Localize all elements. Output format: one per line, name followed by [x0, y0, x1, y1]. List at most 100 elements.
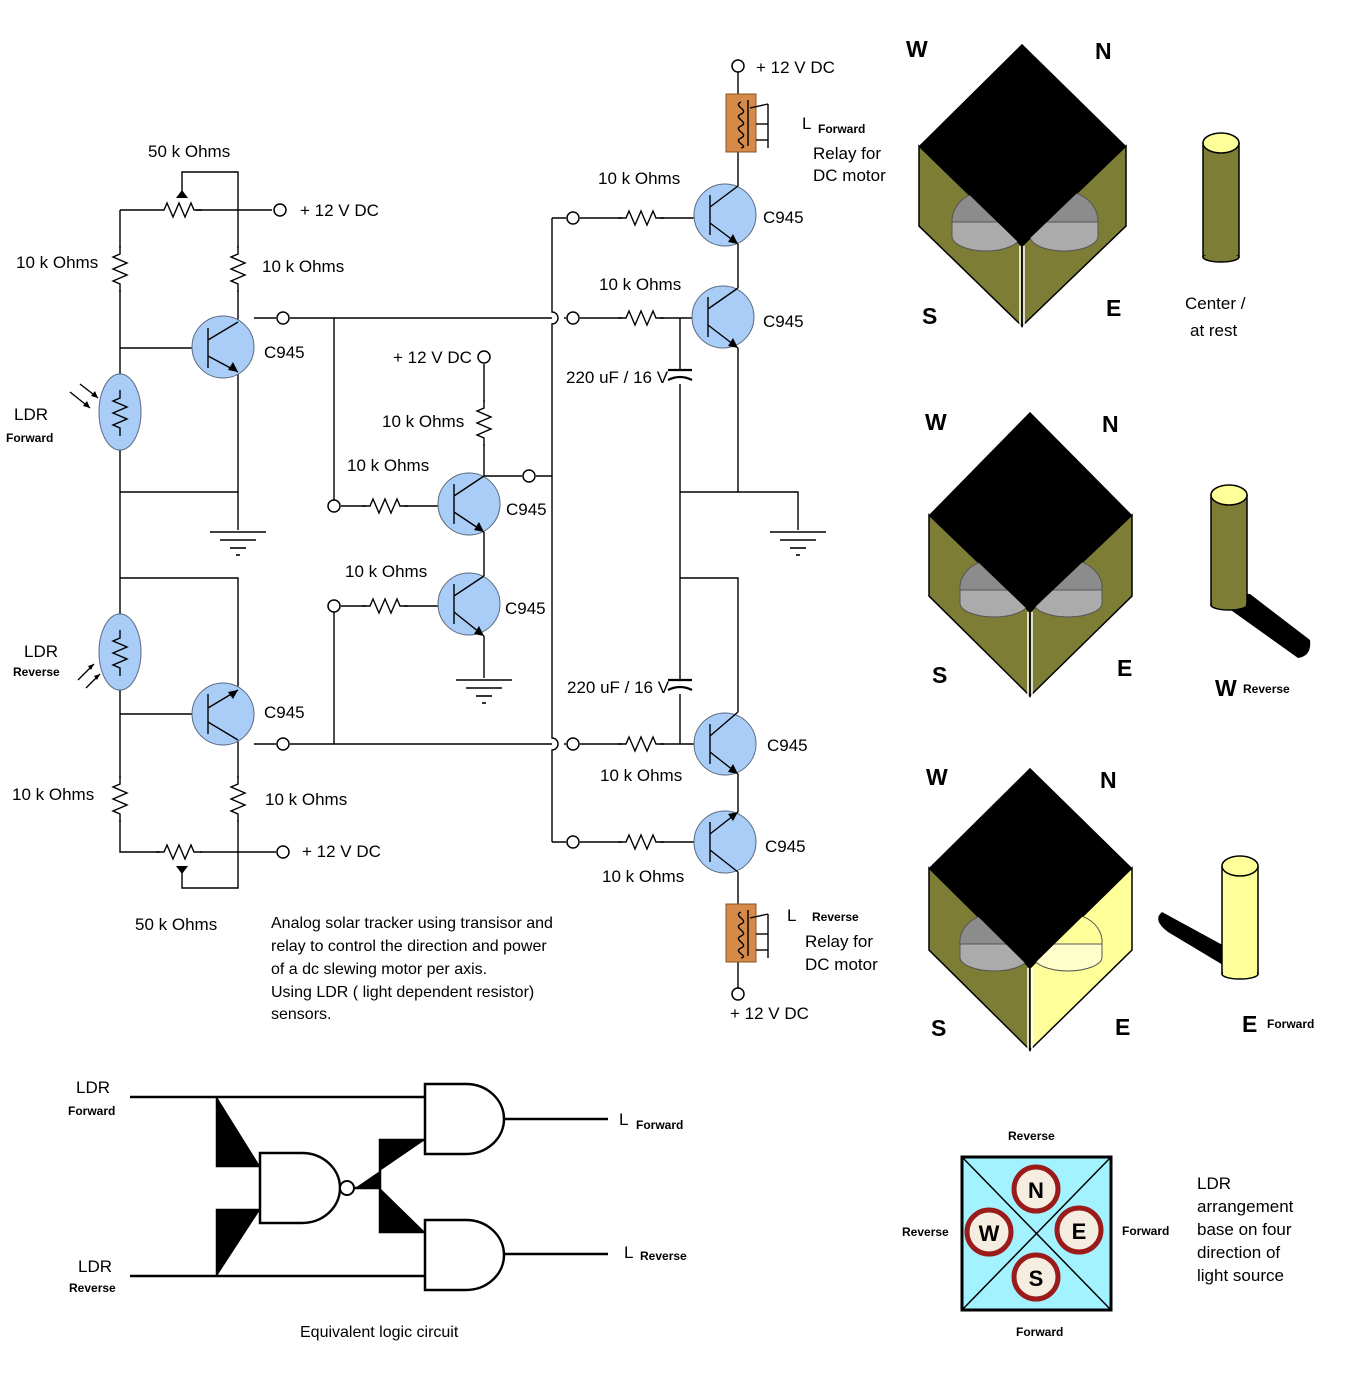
resistor-label: 10 k Ohms: [345, 562, 427, 581]
tracker-rest: W N S E: [906, 36, 1127, 329]
logic-ldr-forward-sub: Forward: [68, 1104, 115, 1118]
and-gate-reverse: [423, 1218, 506, 1292]
resistor-label: 10 k Ohms: [598, 169, 680, 188]
arrangement-top: Reverse: [1008, 1129, 1055, 1143]
note-line: base on four: [1197, 1220, 1292, 1239]
description-line: of a dc slewing motor per axis.: [271, 961, 487, 978]
supply-label: + 12 V DC: [756, 58, 835, 77]
logic-ldr-reverse-sub: Reverse: [69, 1281, 116, 1295]
relay-forward-l: L: [802, 114, 811, 133]
note-line: arrangement: [1197, 1197, 1294, 1216]
direction-s: S: [931, 1015, 946, 1041]
description-line: relay to control the direction and power: [271, 938, 547, 955]
center-line1: Center /: [1185, 294, 1246, 313]
direction-e: E: [1117, 655, 1132, 681]
disc-s-letter: S: [1029, 1266, 1044, 1291]
transistor-label: C945: [506, 500, 547, 519]
resistor-label: 10 k Ohms: [262, 257, 344, 276]
supply-label: + 12 V DC: [730, 1004, 809, 1023]
direction-e: E: [1106, 295, 1121, 321]
ldr-disc-w: W: [964, 1207, 1014, 1257]
transistor-label: C945: [264, 343, 305, 362]
pole-rest: Center / at rest: [1185, 132, 1246, 340]
resistor-label: 10 k Ohms: [347, 456, 429, 475]
ldr-disc-e: E: [1054, 1205, 1104, 1255]
transistor-q7: [693, 711, 757, 776]
resistor-label: 10 k Ohms: [12, 785, 94, 804]
e-forward-label: Forward: [1267, 1017, 1314, 1031]
relay-reverse-line2: DC motor: [805, 955, 878, 974]
transistor-q2: [191, 682, 255, 746]
resistor-label: 10 k Ohms: [265, 790, 347, 809]
capacitor-label: 220 uF / 16 V: [566, 368, 669, 387]
relay-reverse-sub: Reverse: [812, 910, 859, 924]
nand-gate: [258, 1151, 342, 1225]
disc-w-letter: W: [979, 1221, 1000, 1246]
relay-forward-line2: DC motor: [813, 166, 886, 185]
disc-e-letter: E: [1072, 1219, 1087, 1244]
direction-e: E: [1115, 1014, 1130, 1040]
direction-n: N: [1100, 767, 1117, 793]
transistor-label: C945: [767, 736, 808, 755]
ldr-forward-sub: Forward: [6, 431, 53, 445]
ldr-arrangement: N W E S Reverse Reverse Forward Forward …: [902, 1129, 1294, 1339]
relay-forward-sub: Forward: [818, 122, 865, 136]
supply-label: + 12 V DC: [300, 201, 379, 220]
transistor-label: C945: [763, 312, 804, 331]
pole-east: E Forward: [1158, 855, 1314, 1037]
ldr-disc-n: N: [1011, 1164, 1061, 1214]
resistor-label: 10 k Ohms: [382, 412, 464, 431]
tracker-west: W N S E: [925, 409, 1133, 698]
ldr-sensors: [69, 373, 142, 691]
direction-n: N: [1095, 38, 1112, 64]
transistor-label: C945: [505, 599, 546, 618]
resistor-label: 10 k Ohms: [600, 766, 682, 785]
resistor-label: 10 k Ohms: [16, 253, 98, 272]
logic-l-reverse: L: [624, 1243, 633, 1262]
transistor-q3: [437, 472, 501, 536]
transistor-q4: [437, 572, 501, 637]
ldr-reverse-sub: Reverse: [13, 665, 60, 679]
transistor-q8: [693, 810, 757, 874]
relay-reverse-line1: Relay for: [805, 932, 873, 951]
relay-forward-line1: Relay for: [813, 144, 881, 163]
ldr-reverse-label: LDR: [24, 642, 58, 661]
description-line: Analog solar tracker using transisor and: [271, 915, 553, 932]
direction-w: W: [906, 36, 928, 62]
e-letter: E: [1242, 1011, 1257, 1037]
resistor-label: 10 k Ohms: [599, 275, 681, 294]
tracker-east: W N S E: [926, 764, 1133, 1052]
terminals: [273, 59, 745, 1001]
direction-n: N: [1102, 411, 1119, 437]
direction-s: S: [922, 303, 937, 329]
transistor-label: C945: [765, 837, 806, 856]
ldr-forward-label: LDR: [14, 405, 48, 424]
pole-west: W Reverse: [1210, 484, 1311, 701]
arrangement-left: Reverse: [902, 1225, 949, 1239]
w-reverse-label: Reverse: [1243, 682, 1290, 696]
logic-l-forward-sub: Forward: [636, 1118, 683, 1132]
note-line: light source: [1197, 1266, 1284, 1285]
supply-label: + 12 V DC: [393, 348, 472, 367]
logic-l-forward: L: [619, 1110, 628, 1129]
supply-label: + 12 V DC: [302, 842, 381, 861]
description-line: sensors.: [271, 1006, 331, 1023]
w-letter: W: [1215, 675, 1237, 701]
relay-reverse-l: L: [787, 906, 796, 925]
direction-w: W: [925, 409, 947, 435]
logic-ldr-forward: LDR: [76, 1078, 110, 1097]
logic-caption: Equivalent logic circuit: [300, 1324, 459, 1341]
resistor-label: 10 k Ohms: [602, 867, 684, 886]
and-gate-forward: [423, 1082, 506, 1156]
transistors: [191, 183, 757, 874]
note-line: direction of: [1197, 1243, 1280, 1262]
arrangement-bottom: Forward: [1016, 1325, 1063, 1339]
center-line2: at rest: [1190, 321, 1238, 340]
description-line: Using LDR ( light dependent resistor): [271, 984, 534, 1001]
direction-s: S: [932, 662, 947, 688]
transistor-q6: [691, 285, 755, 349]
transistor-q5: [693, 183, 757, 247]
pot-label: 50 k Ohms: [135, 915, 217, 934]
resistors: [112, 190, 665, 874]
